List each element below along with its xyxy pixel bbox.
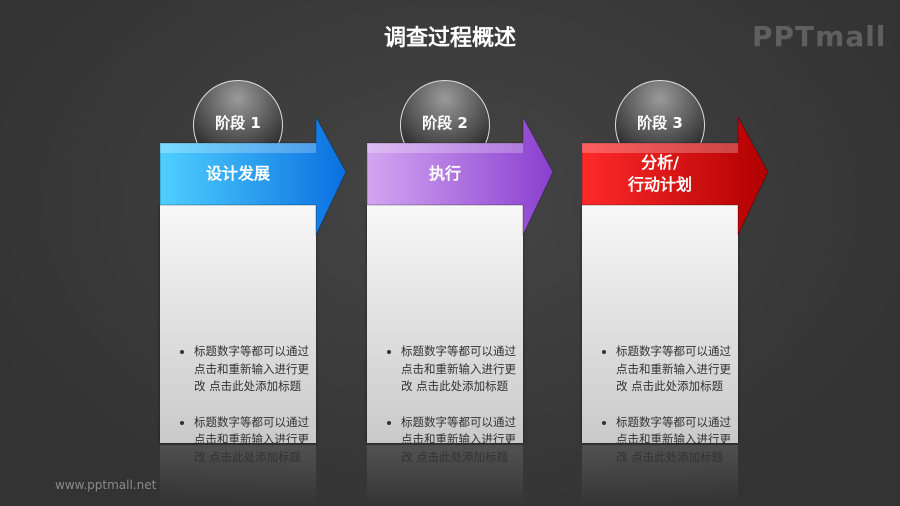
stage-2: 阶段 2 标题数字等都可以通过点击和重新输入进行更改 点击此处添加标题 标题数字… (367, 80, 567, 506)
stage-arrow (367, 117, 554, 236)
stage-card: 标题数字等都可以通过点击和重新输入进行更改 点击此处添加标题 标题数字等都可以通… (160, 205, 316, 464)
card-reflection (160, 445, 316, 505)
bullet-item: 标题数字等都可以通过点击和重新输入进行更改 点击此处添加标题 (401, 343, 519, 396)
bullet-item: 标题数字等都可以通过点击和重新输入进行更改 点击此处添加标题 (194, 343, 312, 396)
bullet-list: 标题数字等都可以通过点击和重新输入进行更改 点击此处添加标题 标题数字等都可以通… (381, 343, 519, 484)
bullet-list: 标题数字等都可以通过点击和重新输入进行更改 点击此处添加标题 标题数字等都可以通… (596, 343, 734, 484)
pptmall-logo: PPTmall (752, 20, 887, 53)
stage-arrow (582, 117, 769, 236)
stage-3: 阶段 3 标题数字等都可以通过点击和重新输入进行更改 点击此处添加标题 标题数字… (582, 80, 782, 506)
card-reflection (582, 445, 738, 505)
footer-url: www.pptmall.net (55, 478, 157, 492)
stage-heading: 设计发展 (160, 143, 316, 205)
stage-card: 标题数字等都可以通过点击和重新输入进行更改 点击此处添加标题 标题数字等都可以通… (367, 205, 523, 464)
stage-1: 阶段 1 标题数字等都可以通过点击和重新输入进行更改 点击此处添加标题 标题数字… (160, 80, 360, 506)
stage-arrow (160, 117, 347, 236)
stage-heading-text: 设计发展 (205, 164, 270, 183)
stage-label: 阶段 2 (422, 114, 468, 132)
stage-heading: 执行 (367, 143, 523, 205)
bullet-item: 标题数字等都可以通过点击和重新输入进行更改 点击此处添加标题 (194, 414, 312, 467)
stage-label: 阶段 3 (637, 114, 683, 132)
stage-card: 标题数字等都可以通过点击和重新输入进行更改 点击此处添加标题 标题数字等都可以通… (582, 205, 738, 464)
bullet-item: 标题数字等都可以通过点击和重新输入进行更改 点击此处添加标题 (616, 343, 734, 396)
bullet-item: 标题数字等都可以通过点击和重新输入进行更改 点击此处添加标题 (616, 414, 734, 467)
card-reflection (367, 445, 523, 505)
stage-heading-text: 分析/ 行动计划 (627, 153, 692, 194)
bullet-list: 标题数字等都可以通过点击和重新输入进行更改 点击此处添加标题 标题数字等都可以通… (174, 343, 312, 484)
bullet-item: 标题数字等都可以通过点击和重新输入进行更改 点击此处添加标题 (401, 414, 519, 467)
stage-heading-text: 执行 (428, 164, 461, 183)
stage-label: 阶段 1 (215, 114, 261, 132)
stage-heading: 分析/ 行动计划 (582, 143, 738, 205)
slide-title: 调查过程概述 (383, 26, 516, 51)
